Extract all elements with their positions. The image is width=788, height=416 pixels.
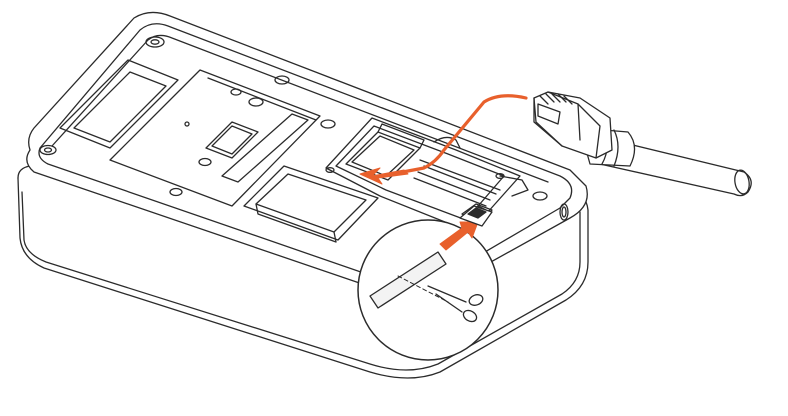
arrow-icon: [439, 221, 479, 251]
scissors-icon: [427, 285, 484, 323]
cable-plug: [533, 91, 752, 197]
adhesive-tape: [369, 251, 447, 309]
tray-details: [39, 36, 548, 277]
side-port: [559, 203, 569, 221]
arrow-icon: [359, 167, 409, 185]
callout-magnifier: [357, 205, 499, 361]
connector-module: [325, 117, 529, 233]
routing-wire: [359, 94, 528, 185]
